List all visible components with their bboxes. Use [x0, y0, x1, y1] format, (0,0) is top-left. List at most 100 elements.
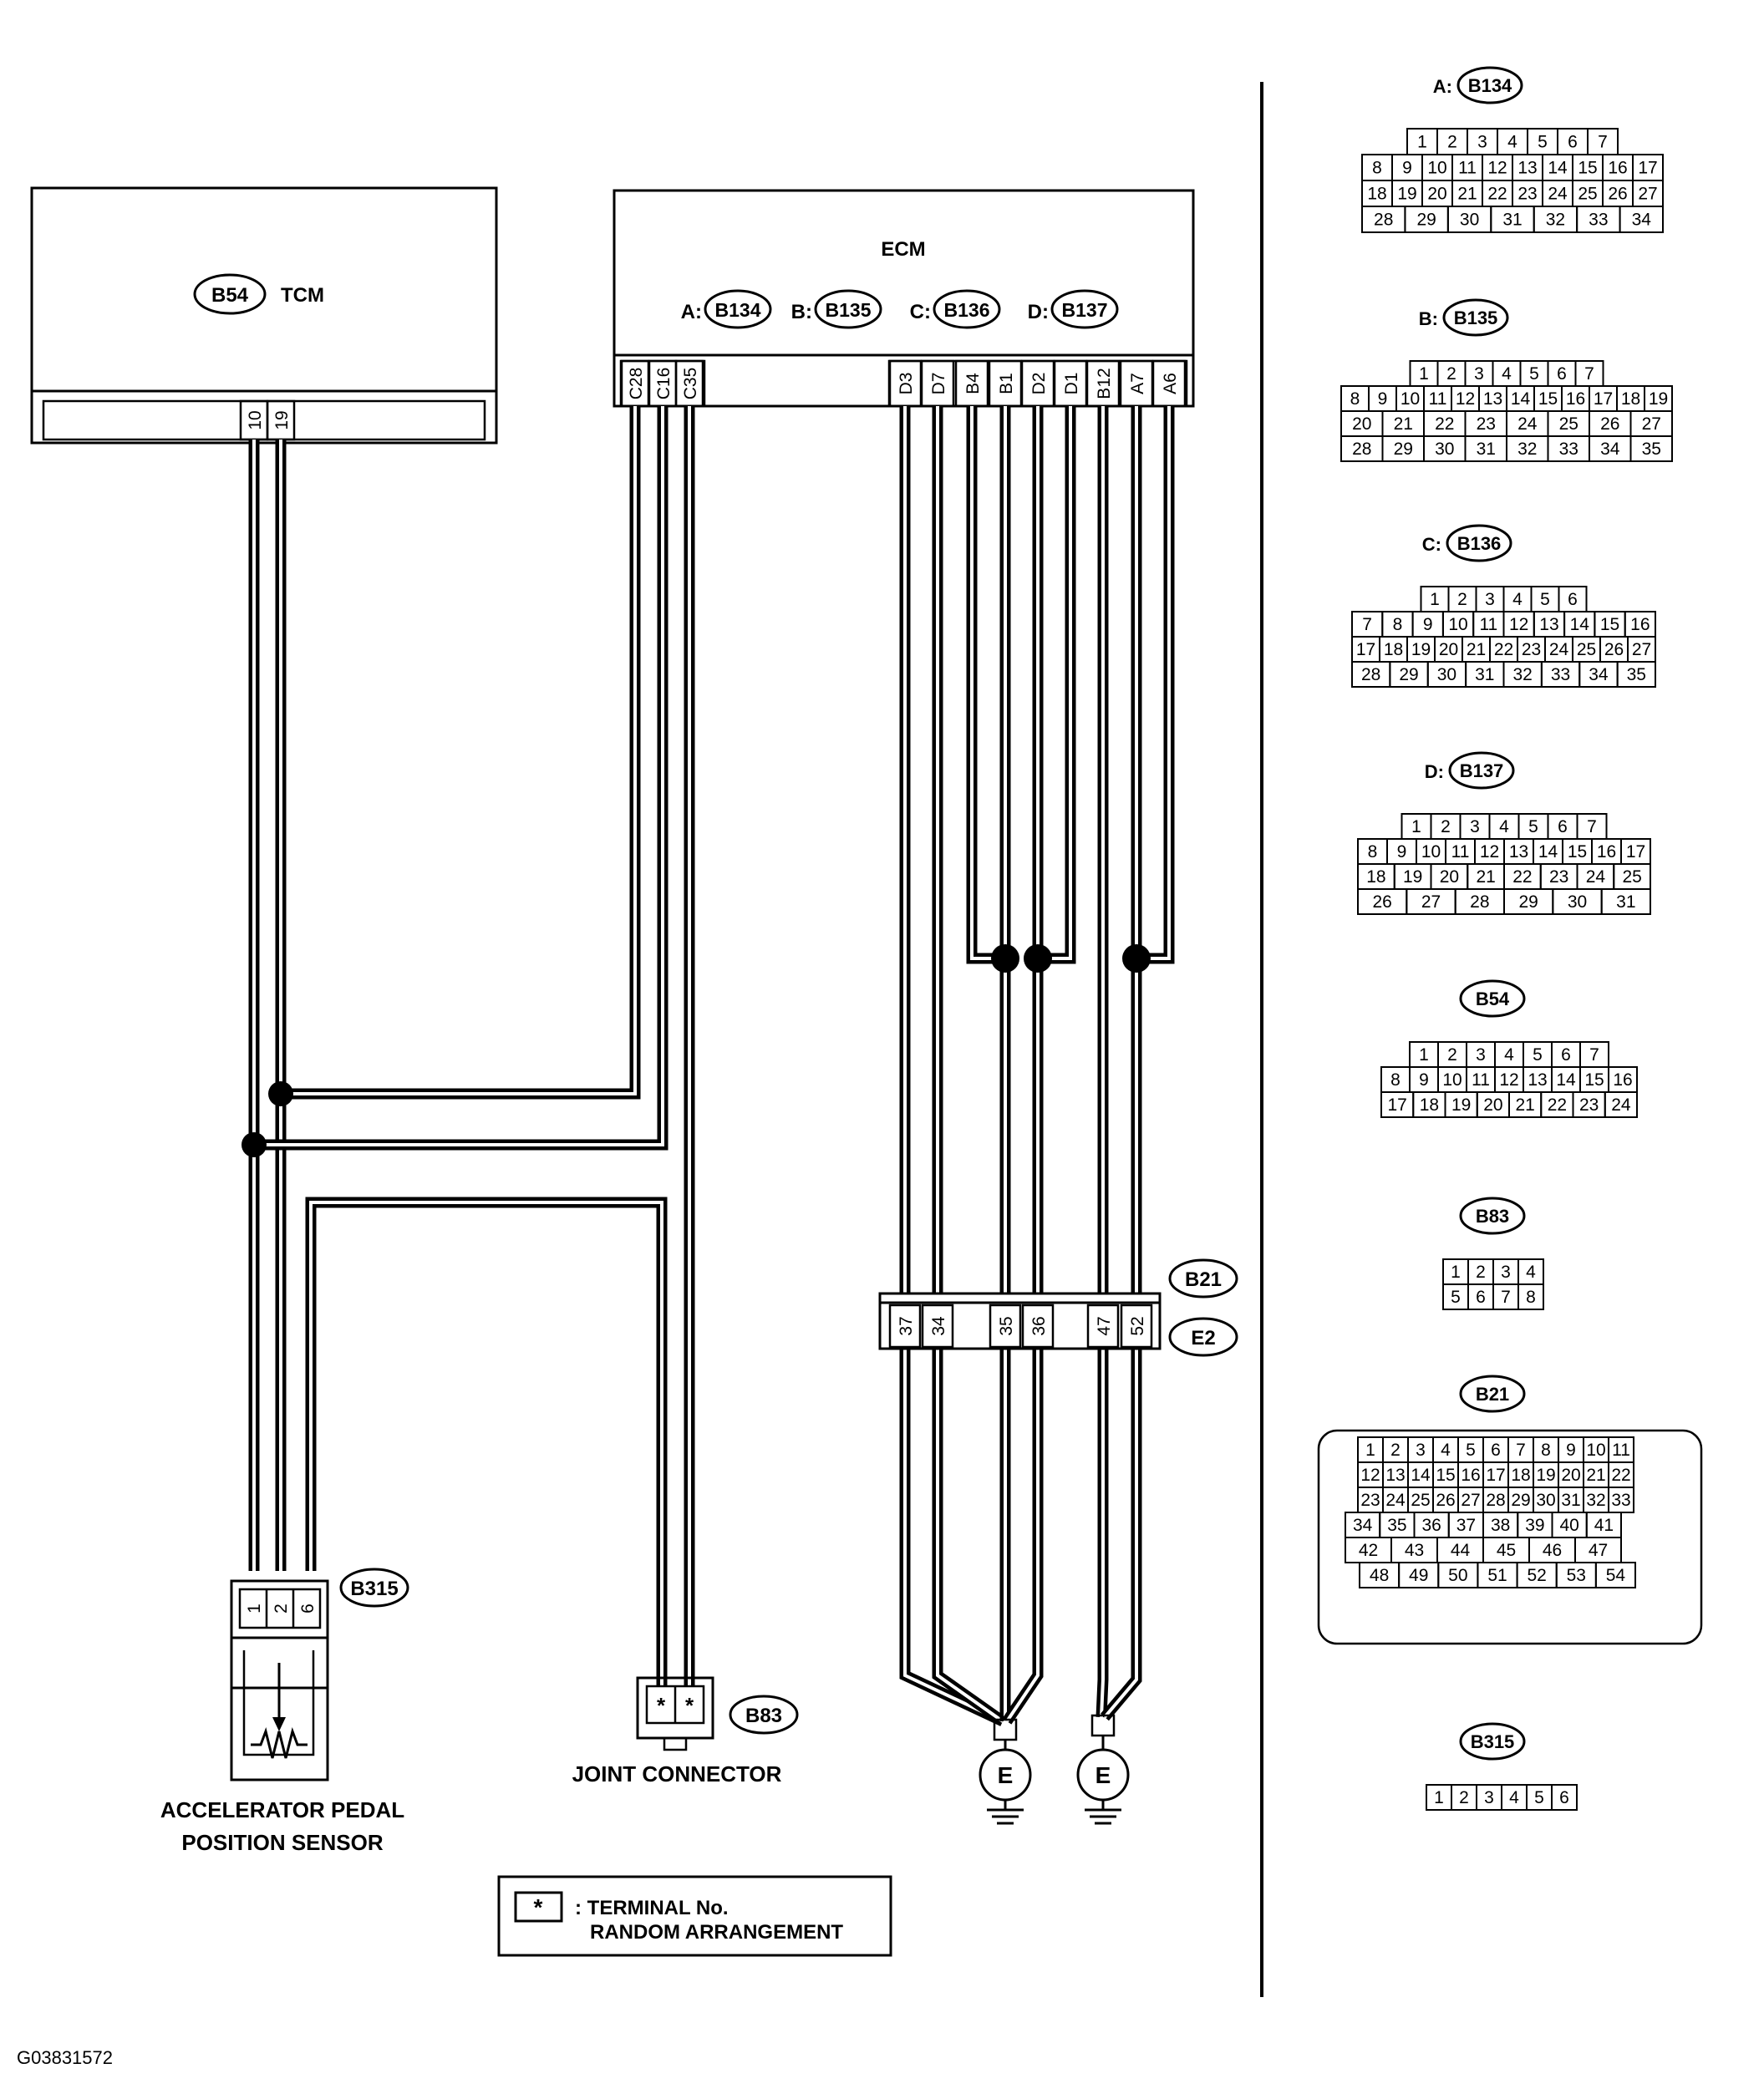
- connector-view-pin: [1594, 1562, 1637, 1588]
- connector-view-pin-label: 3: [1416, 1441, 1426, 1460]
- ecm-terminal-label: D2: [1029, 373, 1049, 395]
- connector-view-pin-label: 22: [1494, 640, 1513, 659]
- connector-view-pin-label: 9: [1378, 389, 1388, 409]
- connector-view-pin: [1517, 1283, 1544, 1310]
- connector-view-pin-label: 21: [1467, 640, 1486, 659]
- sensor-body: [230, 1636, 329, 1781]
- b21-connector-housing: [1317, 1429, 1703, 1645]
- connector-view-badge: [1446, 524, 1512, 562]
- wire-outer: [1002, 406, 1044, 1725]
- connector-view-pin-label: 27: [1638, 185, 1657, 204]
- sensor-connector-badge: [339, 1568, 409, 1608]
- connector-view-pin-label: 26: [1604, 640, 1624, 659]
- ecm-connector-badge: [704, 289, 772, 329]
- connector-view-pin-label: 19: [1411, 640, 1431, 659]
- b21-terminal-label: 35: [997, 1316, 1016, 1335]
- connector-view-pin-label: 9: [1566, 1441, 1576, 1460]
- joint-connector-id: B83: [745, 1705, 782, 1727]
- connector-view-pin-label: 29: [1511, 1491, 1530, 1510]
- connector-view-pin-label: 29: [1399, 665, 1418, 684]
- connector-view-pin-label: 29: [1518, 892, 1538, 912]
- connector-view-pin-label: 32: [1546, 211, 1565, 230]
- b21-id: B21: [1185, 1268, 1222, 1291]
- connector-view-badge: [1456, 66, 1523, 104]
- connector-view-pin-label: 48: [1370, 1566, 1389, 1585]
- connector-view-pin-label: 5: [1533, 1045, 1543, 1065]
- connector-view-pin-label: 7: [1501, 1288, 1511, 1307]
- connector-view-pin-label: 46: [1543, 1541, 1562, 1560]
- legend-frame: [497, 1875, 892, 1957]
- b21-terminal-label: 37: [897, 1316, 916, 1335]
- connector-view-pin-label: 26: [1436, 1491, 1455, 1510]
- ground-label: E: [1096, 1762, 1111, 1788]
- tcm-body: [30, 186, 498, 445]
- connector-view-pin-label: 11: [1472, 1070, 1490, 1090]
- ground-2: E: [1076, 1714, 1130, 1825]
- connector-view-pin-label: 8: [1372, 159, 1382, 178]
- connector-view-pin-label: 1: [1365, 1441, 1375, 1460]
- connector-view-pin-label: 8: [1541, 1441, 1551, 1460]
- tcm-connector-id: B54: [211, 284, 249, 307]
- b21-terminal-label: 36: [1029, 1316, 1049, 1335]
- connector-view-pin-label: 15: [1584, 1070, 1604, 1090]
- connector-view-pin-label: 33: [1589, 211, 1608, 230]
- connector-view-pin: [1604, 1091, 1638, 1118]
- tcm-terminal-label: 10: [246, 410, 265, 429]
- wire-inner: [903, 406, 1004, 1723]
- connector-view-pin-label: 1: [1451, 1263, 1461, 1282]
- connector-view-pin-label: 1: [1417, 133, 1427, 152]
- connector-view-pin-label: 41: [1594, 1516, 1614, 1535]
- connector-view-pin-label: 5: [1540, 590, 1550, 609]
- ecm-connector-id: B137: [1062, 299, 1108, 321]
- connector-view-pin-label: 32: [1586, 1491, 1605, 1510]
- connector-view-pin-label: 16: [1630, 615, 1650, 634]
- connector-view-pin-label: 15: [1436, 1466, 1455, 1485]
- tcm-name: TCM: [281, 284, 324, 307]
- b21-terminal-label: 47: [1095, 1316, 1114, 1335]
- connector-view-pin-label: 11: [1451, 842, 1470, 861]
- ground-label: E: [998, 1762, 1014, 1788]
- ecm-connector-prefix: A:: [681, 301, 702, 323]
- connector-view-pin-label: 26: [1600, 414, 1619, 434]
- connector-view-id: B83: [1476, 1206, 1509, 1227]
- connector-view-pin-label: 6: [1476, 1288, 1486, 1307]
- connector-view-pin-label: 11: [1429, 389, 1447, 409]
- connector-view-pin-label: 3: [1474, 364, 1484, 384]
- connector-view-pin-label: 29: [1416, 211, 1436, 230]
- connector-view-pin-label: 14: [1511, 389, 1531, 409]
- connector-view-pin-label: 4: [1507, 133, 1517, 152]
- connector-view-pin-label: 23: [1522, 640, 1541, 659]
- connector-view-pin-label: 18: [1420, 1095, 1439, 1115]
- connector-view-badge: [1459, 979, 1526, 1018]
- wire-inner: [309, 1201, 663, 1692]
- connector-view-pin-label: 13: [1517, 159, 1537, 178]
- connector-view-pin-label: 28: [1486, 1491, 1505, 1510]
- connector-view-pin-label: 21: [1394, 414, 1413, 434]
- connector-view-pin: [1629, 435, 1673, 462]
- connector-view-badge: [1459, 1197, 1526, 1235]
- connector-view-pin-label: 8: [1526, 1288, 1536, 1307]
- connector-view-pin-label: 6: [1559, 1788, 1569, 1807]
- connector-view-pin-label: 22: [1548, 1095, 1567, 1115]
- connector-view-pin-label: 31: [1502, 211, 1522, 230]
- connector-view-pin-label: 5: [1538, 133, 1548, 152]
- connector-view-pin-label: 4: [1509, 1788, 1519, 1807]
- connector-view-pin-label: 30: [1460, 211, 1479, 230]
- connector-view-pin-label: 13: [1483, 389, 1502, 409]
- connector-view-id: B315: [1471, 1731, 1515, 1752]
- b21-badge: [1168, 1258, 1238, 1299]
- connector-view-badge: [1459, 1722, 1526, 1761]
- connector-view-pin-label: 19: [1397, 185, 1416, 204]
- connector-view-pin-label: 42: [1359, 1541, 1378, 1560]
- connector-view-pin-label: 40: [1559, 1516, 1578, 1535]
- connector-view-pin-label: 21: [1476, 867, 1495, 887]
- connector-view-id: B135: [1454, 307, 1498, 328]
- connector-view-pin-label: 2: [1441, 817, 1451, 836]
- connector-view-prefix: A:: [1433, 76, 1452, 97]
- connector-view-pin: [1619, 206, 1664, 233]
- wire-inner: [936, 406, 1004, 1723]
- connector-view-pin-label: 13: [1385, 1466, 1405, 1485]
- connector-view-pin-label: 9: [1419, 1070, 1429, 1090]
- connector-view-pin-label: 8: [1368, 842, 1378, 861]
